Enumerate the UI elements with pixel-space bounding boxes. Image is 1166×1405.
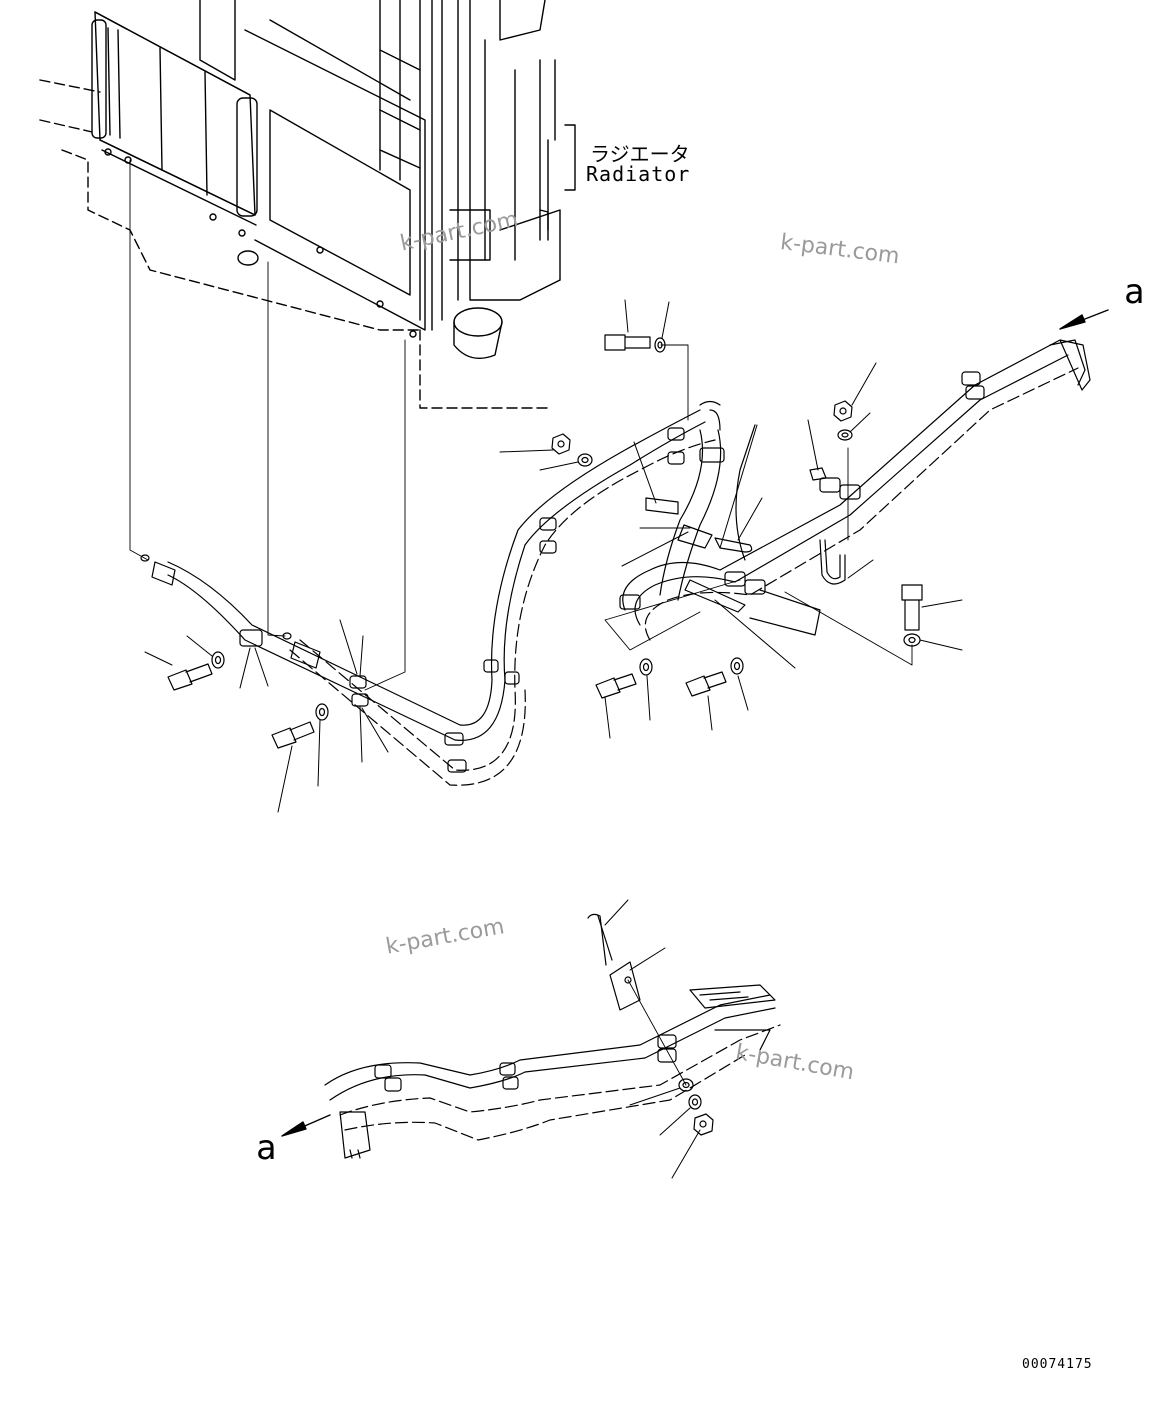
ref-label-a-upper: a [1124,272,1145,312]
lower-hose-routing [324,913,781,1159]
bolt-2 [271,721,315,749]
bolt-5 [685,671,727,697]
upper-hose-routing [140,339,1091,786]
reference-arrow-upper [1059,309,1109,330]
fasteners [167,334,923,749]
radiator-label-en: Radiator [586,162,691,186]
radiator-label-jp: ラジエータ [590,142,690,166]
reference-arrow-lower [281,1114,331,1137]
drawing-number: 00074175 [1022,1357,1093,1372]
bolt-1 [167,663,213,691]
bolt-6 [901,584,923,631]
ref-label-a-lower: a [256,1128,277,1168]
callout-lines-lower [604,899,701,1179]
radiator-assembly [39,0,576,409]
bolt-3 [604,334,651,351]
callout-lines-upper [144,299,963,813]
bolt-4 [595,673,637,699]
assembly-leader-lines [129,159,913,691]
